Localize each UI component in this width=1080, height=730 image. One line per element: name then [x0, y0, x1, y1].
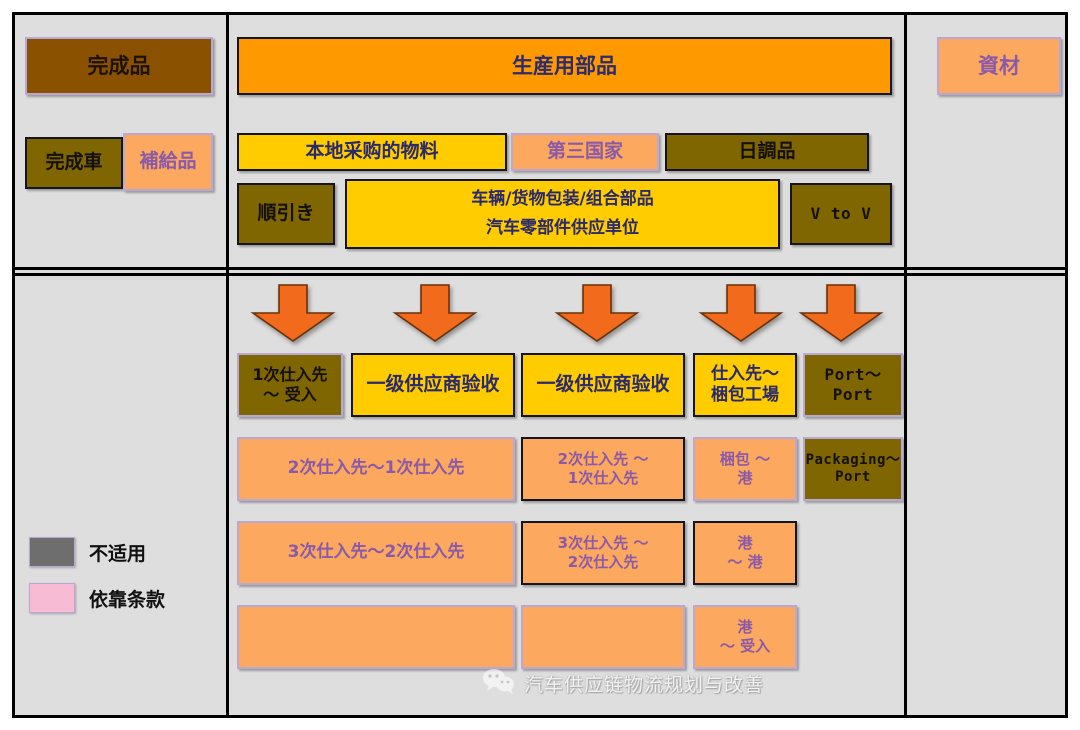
cell-col1-row1[interactable]: 1次仕入先 ～ 受入 [237, 353, 343, 417]
materials-box[interactable]: 資材 [937, 37, 1061, 95]
v-to-v-box[interactable]: V to V [790, 183, 892, 245]
cell-col5-row2-label: Packaging～ Port [805, 451, 901, 486]
cell-col4-row3[interactable]: 港 ～ 港 [693, 521, 797, 585]
legend-label-dependent-clause: 依靠条款 [89, 588, 166, 611]
legend-item-not-applicable: 不适用 [29, 537, 146, 567]
production-parts-header[interactable]: 生産用部品 [237, 37, 892, 95]
cell-col3-row2-label: 2次仕入先 ～ 1次仕入先 [557, 450, 649, 487]
flow-arrow-3 [553, 283, 641, 347]
cell-col2-row1-label: 一级供应商验收 [366, 373, 500, 396]
cell-col5-row1[interactable]: Port～ Port [803, 353, 903, 417]
cell-col1-row2-label: 2次仕入先～1次仕入先 [287, 458, 465, 479]
diagram-frame: 完成品 完成車 補給品 不适用 依靠条款 資材 生産用部品 本地采购的物料 [12, 12, 1068, 718]
cell-col3-row1-label: 一级供应商验收 [536, 373, 670, 396]
production-parts-label: 生産用部品 [512, 53, 617, 78]
cell-col4-row2-label: 梱包 ～ 港 [719, 450, 771, 487]
divider-horizontal-b [15, 273, 1065, 276]
cell-col3-row2[interactable]: 2次仕入先 ～ 1次仕入先 [521, 437, 685, 501]
finished-vehicle-box[interactable]: 完成車 [25, 137, 123, 189]
cell-col3-row3-label: 3次仕入先 ～ 2次仕入先 [557, 534, 649, 571]
flow-arrow-2 [391, 283, 479, 347]
pink-swatch [29, 583, 75, 613]
category-local-procurement[interactable]: 本地采购的物料 [237, 133, 507, 171]
category-daily-procurement[interactable]: 日調品 [665, 133, 869, 171]
sequence-pull-box[interactable]: 順引き [237, 183, 335, 245]
vehicle-packaging-box[interactable]: 车辆/货物包装/组合部品 汽车零部件供应单位 [345, 179, 780, 249]
gray-swatch [29, 537, 75, 567]
cell-col1-row3[interactable]: 3次仕入先～2次仕入先 [237, 521, 515, 585]
cell-col1-row1-label: 1次仕入先 ～ 受入 [252, 365, 328, 404]
divider-vertical-right [904, 15, 907, 715]
finished-vehicle-label: 完成車 [45, 151, 103, 174]
category-third-country-label: 第三国家 [546, 140, 623, 163]
sequence-pull-label: 順引き [257, 202, 315, 225]
cell-col4-row3-label: 港 ～ 港 [727, 534, 763, 571]
flow-arrow-1 [249, 283, 337, 347]
finished-goods-label: 完成品 [87, 53, 151, 78]
cell-col3-row1[interactable]: 一级供应商验收 [521, 353, 685, 417]
cell-col4-row2[interactable]: 梱包 ～ 港 [693, 437, 797, 501]
cell-col3-row3[interactable]: 3次仕入先 ～ 2次仕入先 [521, 521, 685, 585]
divider-vertical-left [226, 15, 229, 715]
supply-parts-label: 補給品 [139, 150, 197, 173]
cell-col4-row4[interactable]: 港 ～ 受入 [693, 605, 797, 669]
cell-col4-row4-label: 港 ～ 受入 [719, 618, 771, 655]
cell-col5-row2[interactable]: Packaging～ Port [803, 437, 903, 501]
category-daily-procurement-label: 日調品 [738, 140, 796, 163]
category-local-procurement-label: 本地采购的物料 [305, 140, 439, 163]
legend-item-dependent-clause: 依靠条款 [29, 583, 165, 613]
finished-goods-box[interactable]: 完成品 [25, 37, 213, 95]
cell-col3-row4[interactable] [521, 605, 685, 669]
category-third-country[interactable]: 第三国家 [511, 133, 659, 171]
supply-parts-box[interactable]: 補給品 [123, 133, 213, 191]
cell-col5-row1-label: Port～ Port [824, 365, 882, 404]
legend-label-not-applicable: 不适用 [89, 542, 147, 565]
cell-col1-row2[interactable]: 2次仕入先～1次仕入先 [237, 437, 515, 501]
cell-col1-row4[interactable] [237, 605, 515, 669]
flow-arrow-5 [797, 283, 885, 347]
materials-label: 資材 [978, 53, 1020, 78]
cell-col1-row3-label: 3次仕入先～2次仕入先 [287, 542, 465, 563]
divider-horizontal-a [15, 267, 1065, 270]
cell-col4-row1-label: 仕入先～ 梱包工場 [711, 363, 779, 405]
v-to-v-label: V to V [810, 204, 872, 223]
cell-col4-row1[interactable]: 仕入先～ 梱包工場 [693, 353, 797, 417]
cell-col2-row1[interactable]: 一级供应商验收 [351, 353, 515, 417]
vehicle-packaging-label: 车辆/货物包装/组合部品 汽车零部件供应单位 [471, 189, 654, 238]
flow-arrow-4 [697, 283, 785, 347]
